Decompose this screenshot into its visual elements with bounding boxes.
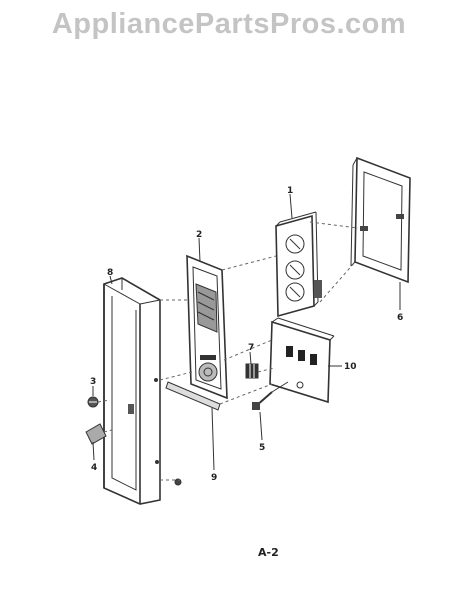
- part-5-lamp-socket: [252, 381, 289, 410]
- part-6-bracket: [350, 156, 411, 284]
- callout-5: 5: [259, 443, 265, 453]
- part-7-connector: [245, 363, 259, 379]
- callout-8: 8: [107, 268, 113, 278]
- callout-leaders: [92, 193, 401, 471]
- callout-4: 4: [91, 463, 97, 473]
- part-8-frame: [103, 277, 161, 505]
- callout-10: 10: [344, 362, 357, 372]
- assembly-guide-lines: [97, 221, 359, 481]
- callout-6: 6: [397, 313, 403, 323]
- page-code: A-2: [258, 546, 279, 559]
- callout-3: 3: [90, 377, 96, 387]
- callout-2: 2: [196, 230, 202, 240]
- part-1-control-module: [275, 211, 322, 318]
- callout-7: 7: [248, 343, 254, 353]
- part-10-plate: [269, 317, 335, 404]
- part-9-trim-strip: [165, 381, 221, 411]
- part-3-screw: [87, 396, 99, 408]
- part-4-clip: [85, 423, 107, 445]
- callout-9: 9: [211, 473, 217, 483]
- callout-1: 1: [287, 186, 293, 196]
- part-2-front-panel: [186, 254, 228, 400]
- watermark: AppliancePartsPros.com: [51, 8, 407, 40]
